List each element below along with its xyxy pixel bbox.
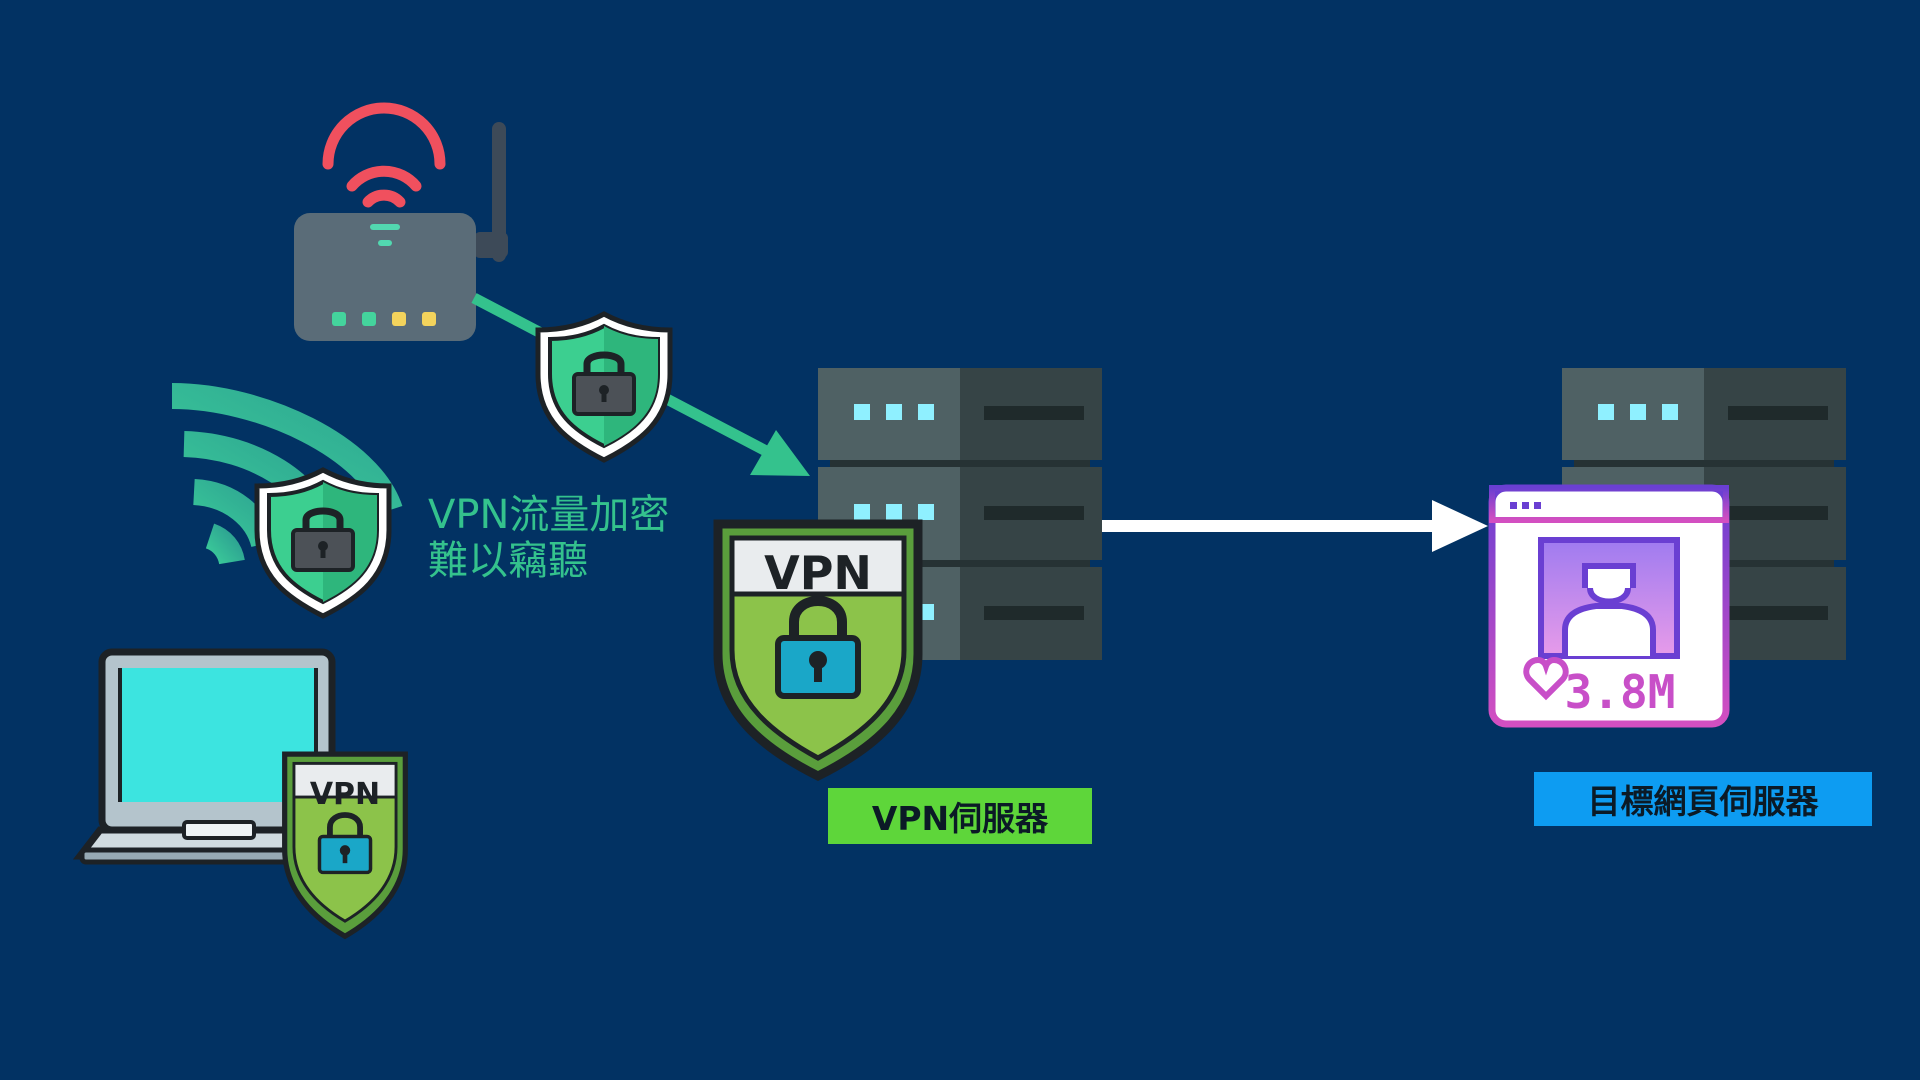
like-count: 3.8M bbox=[1565, 665, 1676, 719]
caption-line-2: 難以竊聽 bbox=[428, 538, 588, 584]
shield-lock-icon bbox=[538, 314, 670, 460]
target-server-label: 目標網頁伺服器 bbox=[1534, 772, 1872, 826]
encryption-caption: VPN流量加密 難以竊聽 bbox=[428, 492, 669, 584]
shield-lock-icon bbox=[257, 470, 389, 616]
router-signal-icon bbox=[322, 102, 446, 208]
vpn-server-label: VPN伺服器 bbox=[828, 788, 1092, 844]
vpn-shield-icon bbox=[713, 519, 923, 782]
vpn-shield-icon bbox=[282, 751, 408, 940]
forward-arrow bbox=[1102, 500, 1488, 552]
laptop-vpn-badge-text: VPN bbox=[310, 777, 380, 812]
heart-icon bbox=[1523, 656, 1569, 701]
caption-line-1: VPN流量加密 bbox=[428, 492, 670, 538]
wifi-router-icon bbox=[294, 102, 508, 341]
webpage-profile-icon bbox=[1488, 484, 1730, 728]
vpn-server-label-text: VPN伺服器 bbox=[871, 799, 1049, 838]
vpn-server-badge-text: VPN bbox=[764, 546, 872, 600]
target-server-label-text: 目標網頁伺服器 bbox=[1587, 782, 1819, 821]
